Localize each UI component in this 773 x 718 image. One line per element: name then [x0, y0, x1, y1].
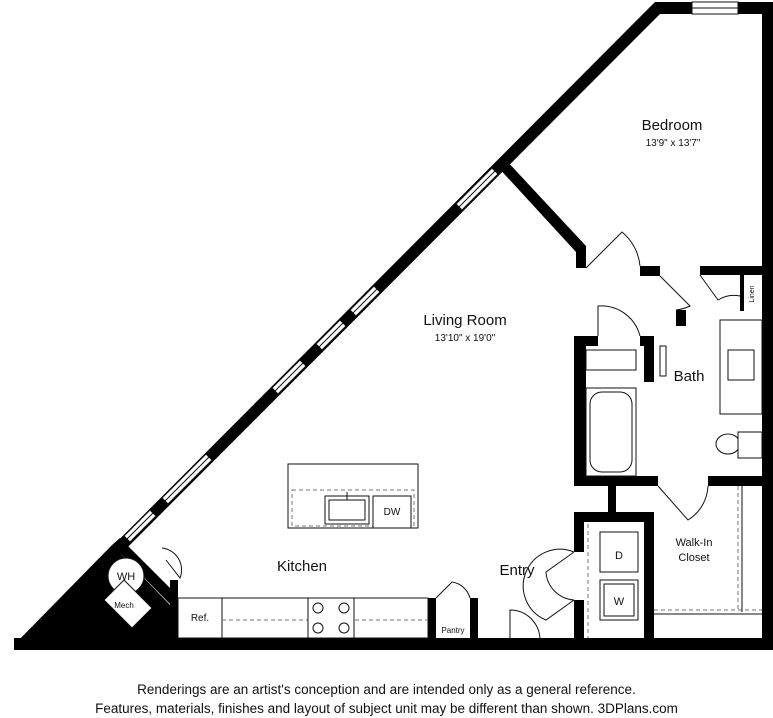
corner-chase	[14, 545, 170, 645]
laundry-door-upper[interactable]	[545, 551, 575, 601]
linen-label: Linen	[749, 285, 756, 302]
mech-label: Mech	[114, 601, 134, 610]
bathtub-basin	[589, 391, 633, 473]
kitchen	[103, 463, 429, 639]
room-labels: Bedroom 13'9" x 13'7" Living Room 13'10"…	[277, 117, 712, 579]
disclaimer-line-2: Features, materials, finishes and layout…	[95, 701, 678, 716]
right-exterior-wall	[762, 2, 773, 650]
pantry-left-wall	[428, 598, 436, 640]
bath-upper-jamb	[676, 310, 686, 326]
interior-walls	[112, 158, 764, 642]
bedroom-closet-door[interactable]	[659, 275, 691, 311]
laundry-closet	[587, 486, 762, 638]
sink-basin	[328, 499, 366, 521]
living-room-label: Living Room	[423, 312, 506, 329]
bath-shelf	[585, 349, 637, 371]
toilet-bowl	[715, 433, 741, 455]
laundry-left-lower	[574, 600, 584, 642]
laundry-left-upper	[574, 512, 584, 552]
mech-door[interactable]	[161, 547, 183, 579]
bedroom-door[interactable]	[585, 231, 641, 269]
bath-fixtures	[585, 319, 763, 477]
closet-door[interactable]	[657, 485, 709, 521]
bedroom-wall-stub	[640, 266, 660, 276]
kitchen-label: Kitchen	[277, 558, 327, 575]
disclaimer-line-1: Renderings are an artist's conception an…	[137, 682, 636, 697]
towel-bar	[659, 345, 667, 377]
vanity-sink	[727, 349, 755, 381]
linen-top-wall	[700, 266, 762, 275]
mech-wall	[112, 538, 178, 604]
bath-left-wall	[574, 336, 586, 486]
pantry-label: Pantry	[441, 626, 464, 635]
refrigerator-label: Ref.	[191, 613, 209, 624]
closet-left-wall	[644, 512, 654, 642]
dishwasher	[372, 495, 412, 529]
bath-door-jamb	[644, 336, 654, 382]
windows	[123, 1, 739, 543]
dryer	[599, 531, 639, 573]
bath-door[interactable]	[597, 305, 641, 337]
counter	[177, 597, 429, 639]
water-heater-label: WH	[117, 571, 135, 583]
pantry-door[interactable]	[435, 581, 471, 599]
bath-bottom-wall	[574, 476, 658, 486]
pantry-right-wall	[470, 598, 478, 640]
mech-unit	[103, 579, 153, 629]
walk-in-closet-label-line2: Closet	[678, 552, 709, 564]
washer-lid	[603, 583, 635, 617]
closet-top-wall	[708, 476, 764, 486]
walk-in-closet-label-line1: Walk-In	[676, 537, 713, 549]
bedroom-label: Bedroom	[642, 117, 703, 134]
dryer-label: D	[615, 550, 623, 562]
linen-side-wall	[740, 266, 744, 311]
laundry-divider	[608, 486, 616, 512]
toilet-tank	[737, 431, 763, 459]
laundry-top-wall	[574, 512, 654, 522]
bath-label: Bath	[674, 368, 705, 385]
bedroom-dimensions: 13'9" x 13'7"	[646, 138, 701, 149]
laundry-door-lower[interactable]	[522, 548, 575, 621]
entry-label: Entry	[499, 562, 535, 579]
bedroom-partition	[496, 158, 586, 268]
washer-label: W	[614, 596, 625, 608]
living-room-dimensions: 13'10" x 19'0"	[435, 333, 496, 344]
fixture-labels: WH Mech Ref. Pantry DW D W Linen	[114, 285, 756, 635]
island-overhang	[291, 489, 415, 527]
entry-door[interactable]	[478, 609, 541, 641]
bath-top-left	[574, 336, 598, 346]
linen-door[interactable]	[699, 274, 741, 301]
dishwasher-label: DW	[384, 507, 401, 518]
doors	[161, 231, 741, 641]
mech-side-wall	[170, 580, 178, 640]
